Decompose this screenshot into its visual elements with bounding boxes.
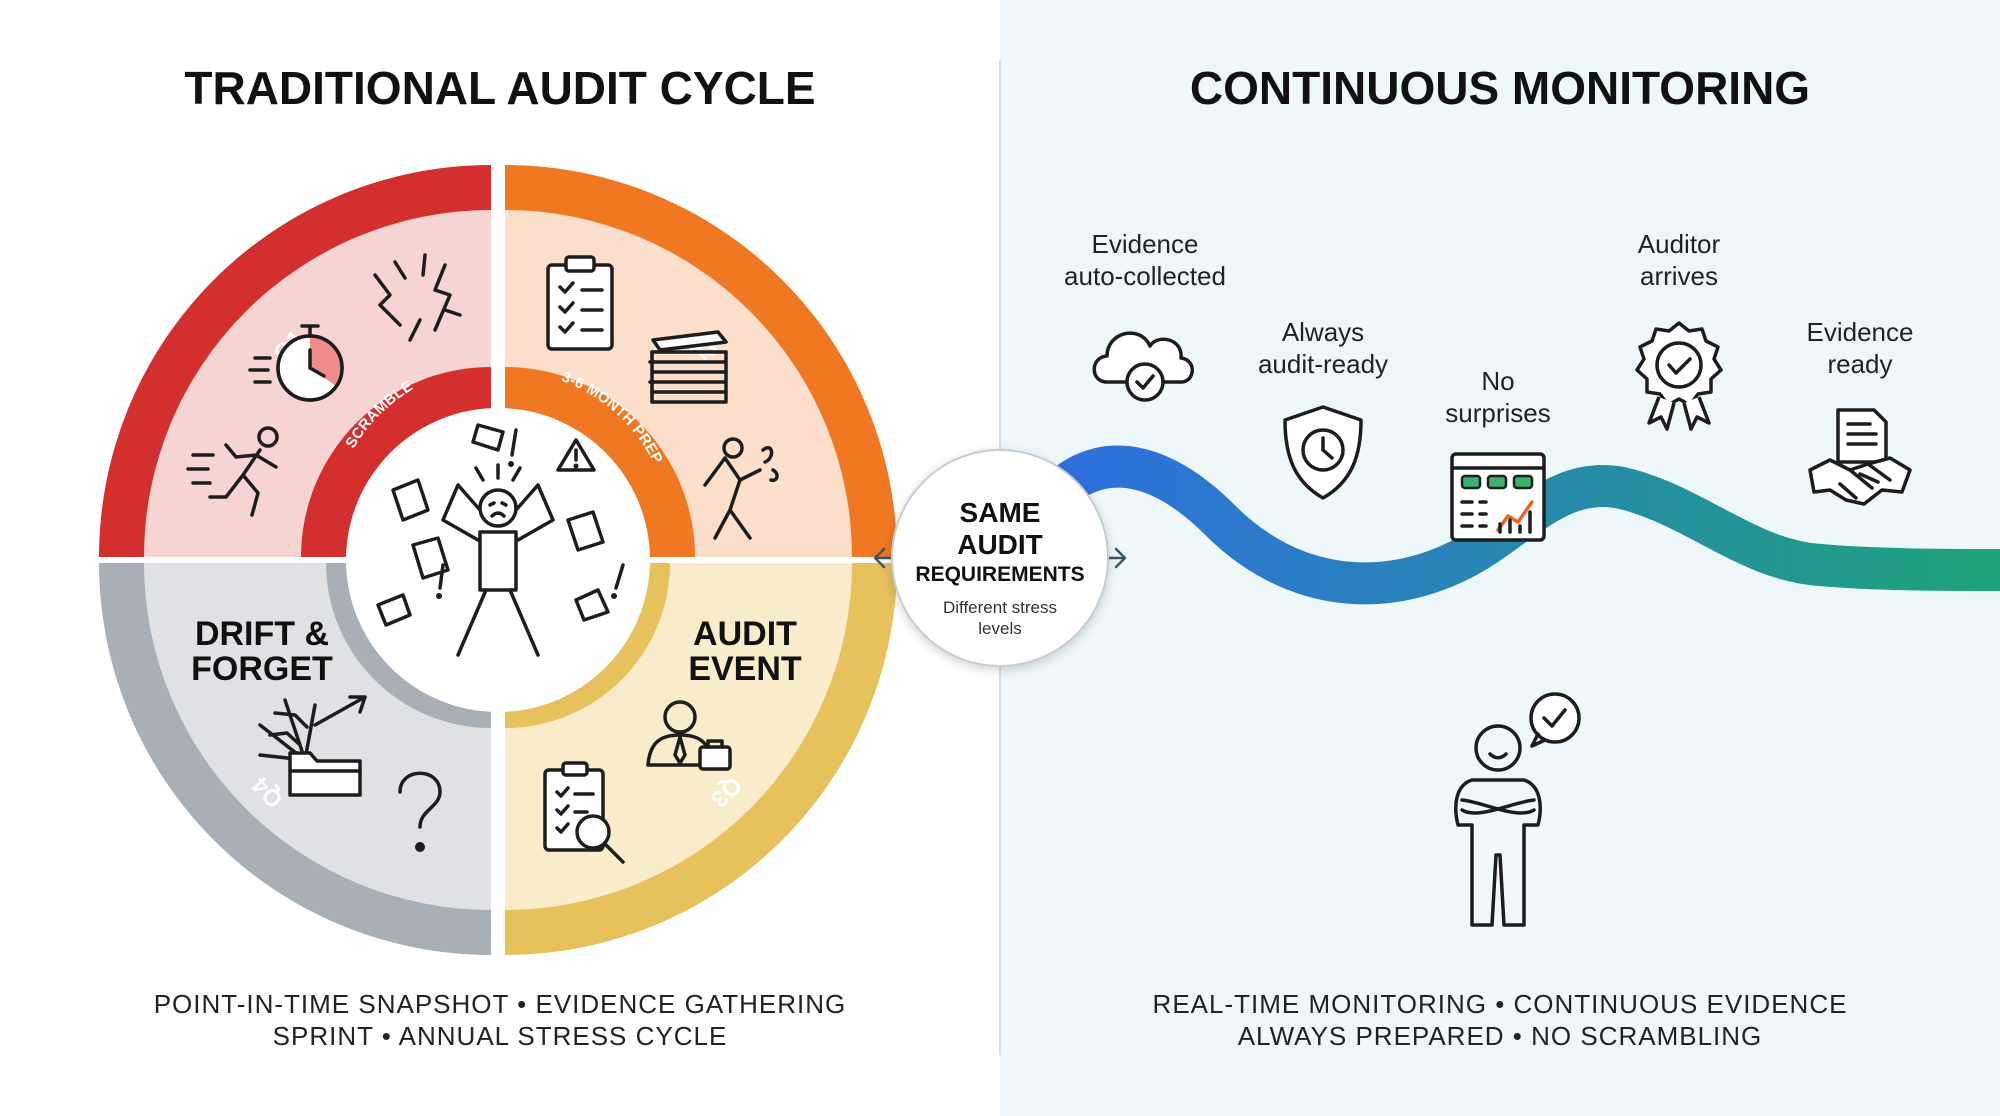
q3-title-line2: EVENT: [688, 650, 802, 688]
milestone-evidence-ready-line2: ready: [1827, 349, 1892, 379]
milestone-no-surprises-line1: No: [1481, 366, 1514, 396]
auditor-briefcase-icon: [646, 700, 732, 771]
milestone-always-ready-line1: Always: [1282, 317, 1364, 347]
milestone-auditor-arrives-line2: arrives: [1640, 261, 1718, 291]
milestone-evidence-auto-line2: auto-collected: [1064, 261, 1226, 291]
right-caption-line1: REAL-TIME MONITORING • CONTINUOUS EVIDEN…: [1153, 989, 1848, 1019]
milestone-evidence-ready-line1: Evidence: [1807, 317, 1914, 347]
right-caption-line2: ALWAYS PREPARED • NO SCRAMBLING: [1238, 1021, 1763, 1051]
cloud-check-icon: [1092, 331, 1194, 402]
same-requirements-badge: SAME AUDIT REQUIREMENTS Different stress…: [873, 449, 1127, 667]
running-person-icon: [186, 426, 279, 517]
confident-person-icon: [1454, 692, 1581, 927]
clipboard-magnifier-icon: [543, 761, 625, 864]
milestone-always-ready-line2: audit-ready: [1258, 349, 1388, 379]
badge-line-1: SAME: [960, 497, 1041, 528]
center-stress-disc: [346, 408, 650, 712]
left-caption-line2: SPRINT • ANNUAL STRESS CYCLE: [273, 1021, 728, 1051]
right-title: CONTINUOUS MONITORING: [1190, 62, 1810, 114]
left-caption-line1: POINT-IN-TIME SNAPSHOT • EVIDENCE GATHER…: [154, 989, 847, 1019]
award-badge-icon: [1635, 321, 1723, 431]
lightning-stress-icon: [373, 253, 462, 342]
milestone-no-surprises-line2: surprises: [1445, 398, 1550, 428]
milestone-evidence-auto-line1: Evidence: [1092, 229, 1199, 259]
badge-sub-2: levels: [978, 619, 1021, 638]
q4-title-line1: DRIFT &: [195, 615, 329, 653]
stressed-person-icon: [376, 423, 625, 657]
shield-clock-icon: [1283, 405, 1363, 500]
cobweb-folder-icon: [258, 695, 367, 797]
q4-title-line2: FORGET: [191, 650, 333, 688]
audit-cycle-wheel: Q1 Q2 Q3 Q4 SCRAMBLE 3-6 MONTH PREP AUDI…: [99, 165, 897, 955]
badge-sub-1: Different stress: [943, 598, 1057, 617]
dashboard-icon: [1450, 452, 1546, 542]
q3-title-line1: AUDIT: [693, 615, 797, 653]
exhausted-person-icon: [703, 437, 779, 540]
clipboard-checklist-icon: [546, 255, 614, 351]
badge-line-3: REQUIREMENTS: [915, 563, 1084, 586]
paper-stack-icon: [648, 330, 728, 404]
stopwatch-icon: [248, 324, 344, 402]
left-title: TRADITIONAL AUDIT CYCLE: [184, 62, 815, 114]
question-mark-icon: [398, 771, 442, 852]
milestone-auditor-arrives-line1: Auditor: [1638, 229, 1721, 259]
badge-line-2: AUDIT: [957, 529, 1043, 560]
handshake-document-icon: [1808, 408, 1912, 506]
